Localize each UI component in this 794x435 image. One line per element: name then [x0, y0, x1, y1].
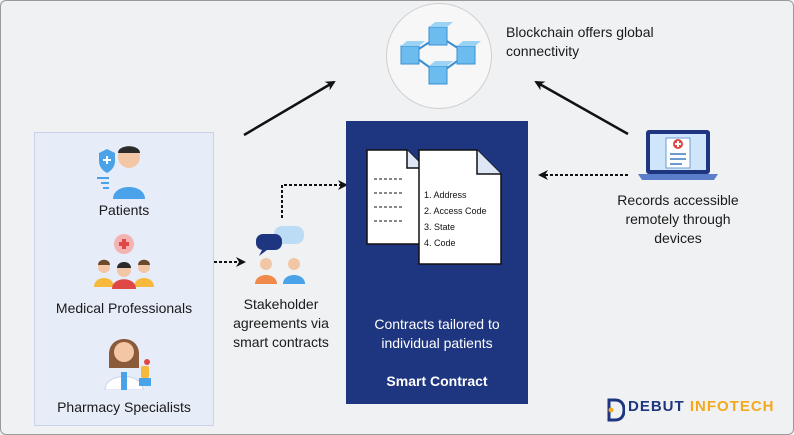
medical-professionals-icon [94, 234, 154, 289]
contract-title: Smart Contract [386, 373, 488, 389]
stakeholder-caption: Stakeholder agreements via smart contrac… [233, 296, 329, 350]
blockchain-caption: Blockchain offers global connectivity [506, 24, 654, 59]
brand-second: INFOTECH [689, 398, 775, 415]
contract-field-code: 4. Code [424, 238, 456, 248]
blockchain-network-icon [400, 22, 481, 85]
contract-caption: Contracts tailored to individual patient… [374, 316, 500, 351]
item-patients: Patients [98, 202, 150, 218]
debut-infotech-logo-icon [607, 398, 625, 422]
smart-contract-panel: 1. Address 2. Access Code 3. State 4. Co… [346, 121, 528, 404]
contract-field-state: 3. State [424, 222, 456, 232]
stakeholder-agreements-icon [255, 226, 305, 284]
pharmacy-specialist-icon [104, 339, 151, 390]
arrow-to-blockchain-left [243, 80, 336, 137]
arrow-to-blockchain-right [534, 80, 629, 136]
contract-document-front-icon [418, 149, 502, 265]
arrow-stakeholder-to-contract [281, 180, 348, 218]
brand-first: DEBUT [628, 398, 685, 415]
item-medical-professionals: Medical Professionals [55, 300, 193, 316]
contract-document-back-icon [366, 149, 426, 245]
stakeholder-panel: Patients Medical Professionals Pharmacy … [34, 132, 214, 426]
laptop-records-icon [638, 130, 718, 180]
blockchain-circle [386, 3, 492, 109]
brand-wordmark: DEBUT INFOTECH [628, 398, 775, 415]
contract-field-address: 1. Address [424, 190, 467, 200]
patient-icon [97, 146, 145, 199]
records-caption: Records accessible remotely through devi… [617, 192, 739, 246]
item-pharmacy-specialists: Pharmacy Specialists [57, 399, 191, 415]
contract-field-access-code: 2. Access Code [424, 206, 487, 216]
